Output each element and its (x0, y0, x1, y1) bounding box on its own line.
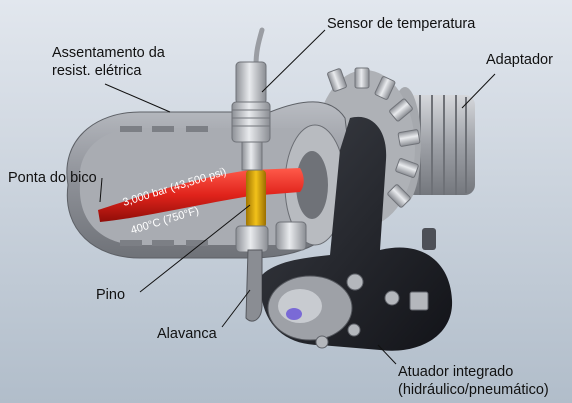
label-pino: Pino (96, 287, 126, 303)
leader-assentamento (104, 83, 171, 113)
leader-atuador (377, 344, 397, 365)
lever (245, 249, 263, 322)
leader-pino (139, 204, 251, 293)
leader-adaptador (461, 73, 496, 109)
label-assentamento-line2: resist. elétrica (52, 63, 142, 79)
label-alavanca: Alavanca (157, 326, 217, 342)
pin-fittings (235, 221, 307, 253)
label-ponta-do-bico: Ponta do bico (8, 170, 97, 186)
label-adaptador: Adaptador (486, 52, 553, 68)
temperature-sensor (231, 27, 271, 171)
label-assentamento-line1: Assentamento da (52, 45, 165, 61)
label-atuador-line2: (hidráulico/pneumático) (398, 382, 549, 398)
actuator (262, 116, 453, 351)
leader-lines (99, 29, 496, 365)
label-sensor-temperatura: Sensor de temperatura (327, 16, 476, 32)
label-atuador-line1: Atuador integrado (398, 364, 514, 380)
leader-sensor (261, 29, 326, 93)
pin (246, 170, 266, 228)
leader-ponta (99, 177, 103, 203)
leader-alavanca (221, 289, 251, 328)
